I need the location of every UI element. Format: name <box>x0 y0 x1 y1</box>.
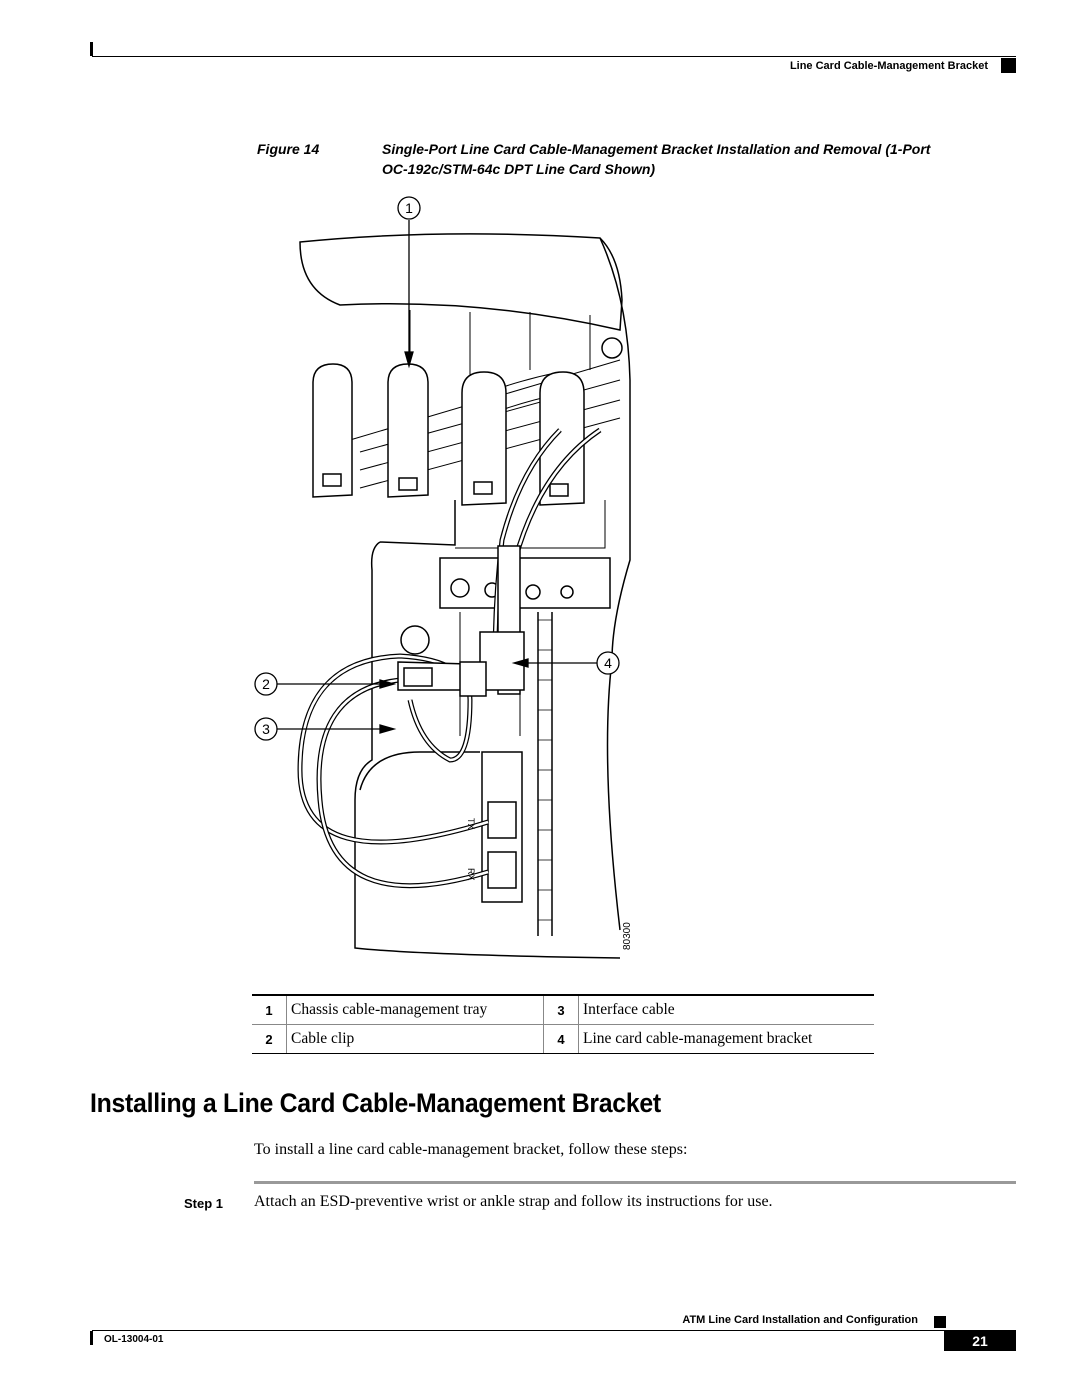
tray-fingers <box>312 363 585 506</box>
legend-row: 2 Cable clip 4 Line card cable-managemen… <box>252 1024 874 1053</box>
callout-1: 1 <box>405 200 413 216</box>
book-title: ATM Line Card Installation and Configura… <box>682 1314 918 1326</box>
tx-port-label: TX <box>466 818 476 830</box>
art-number: 80300 <box>622 922 633 950</box>
figure-caption-line2: OC-192c/STM-64c DPT Line Card Shown) <box>382 161 656 177</box>
legend-table-wrapper: 1 Chassis cable-management tray 3 Interf… <box>252 994 874 1054</box>
legend-number: 1 <box>252 996 287 1025</box>
step-label: Step 1 <box>184 1196 224 1211</box>
line-card-illustration: 1 2 3 4 TX RX 80300 <box>254 196 633 959</box>
legend-table: 1 Chassis cable-management tray 3 Interf… <box>252 996 874 1053</box>
legend-number: 2 <box>252 1024 287 1053</box>
intro-paragraph: To install a line card cable-management … <box>254 1141 688 1158</box>
rx-port-label: RX <box>466 868 476 881</box>
running-title: Line Card Cable-Management Bracket <box>789 60 988 72</box>
header-left-mark <box>90 42 93 56</box>
callout-3: 3 <box>262 721 270 737</box>
legend-text: Chassis cable-management tray <box>286 996 544 1025</box>
footer-square <box>934 1316 946 1328</box>
header-square <box>1001 58 1016 73</box>
legend-number: 4 <box>543 1024 579 1053</box>
figure-label: Figure 14 <box>257 141 320 157</box>
figure-caption-line1: Single-Port Line Card Cable-Management B… <box>382 141 931 157</box>
callout-2: 2 <box>262 676 270 692</box>
legend-number: 3 <box>543 996 579 1025</box>
step-text: Attach an ESD-preventive wrist or ankle … <box>254 1193 773 1210</box>
legend-row: 1 Chassis cable-management tray 3 Interf… <box>252 996 874 1025</box>
legend-text: Line card cable-management bracket <box>583 1030 813 1047</box>
doc-number: OL-13004-01 <box>104 1334 164 1345</box>
legend-text: Cable clip <box>286 1024 544 1053</box>
footer-rule <box>92 1330 1016 1331</box>
page-number-box: 21 <box>944 1331 1016 1351</box>
line-card-faceplate <box>354 541 621 959</box>
callout-4: 4 <box>604 655 612 671</box>
step-rule <box>254 1181 1016 1184</box>
page-number: 21 <box>972 1333 988 1349</box>
header-rule <box>92 56 1016 57</box>
section-title: Installing a Line Card Cable-Management … <box>90 1088 661 1118</box>
footer-left-mark <box>90 1331 93 1345</box>
legend-text: Interface cable <box>583 1001 675 1018</box>
chassis-tray-top <box>299 233 623 331</box>
